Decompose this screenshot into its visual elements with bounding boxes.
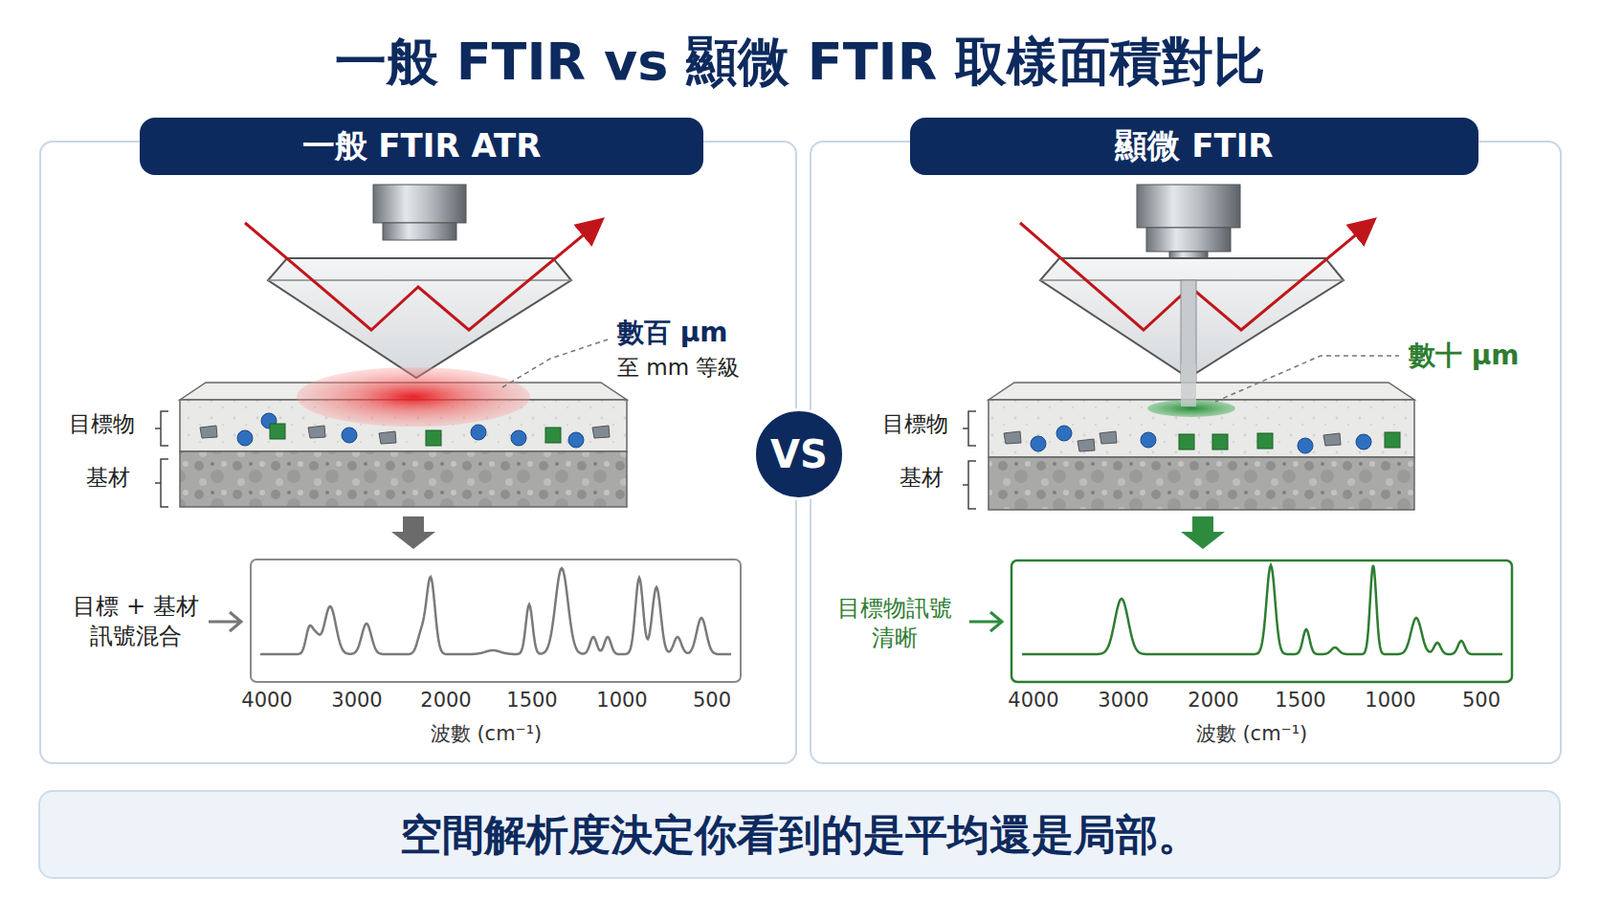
svg-path (962, 411, 977, 446)
label: 2000 (1187, 688, 1239, 714)
panel: 一般 FTIR ATR (39, 140, 798, 765)
label: 基材 (899, 464, 944, 493)
label: 1000 (596, 688, 647, 714)
label: 波數 (cm⁻¹) (430, 721, 543, 748)
label: 4000 (241, 688, 292, 714)
svg-rect (39, 140, 798, 765)
svg-circle (1056, 425, 1072, 442)
label: 目標 + 基材 訊號混合 (66, 592, 206, 652)
panel-header: 一般 FTIR ATR (139, 117, 704, 176)
label: 數百 μm (617, 315, 729, 351)
label: 目標物訊號 清晰 (830, 594, 960, 654)
svg-rect (1136, 184, 1241, 228)
svg-polygon (378, 431, 397, 445)
label: 3000 (1097, 688, 1149, 714)
svg-circle (237, 430, 253, 446)
svg-circle (341, 427, 357, 444)
label: 波數 (cm⁻¹) (1196, 721, 1309, 748)
svg-polyline (502, 339, 608, 388)
svg-rect (1384, 432, 1400, 448)
svg-rect (809, 140, 1562, 765)
svg-circle (1030, 436, 1046, 452)
svg-rect (1212, 434, 1228, 450)
svg-path (155, 459, 169, 508)
svg-polygon (1099, 431, 1117, 445)
svg-path (1022, 565, 1503, 655)
svg-rect (250, 559, 741, 683)
vs-text: VS (770, 432, 828, 477)
svg-polyline (244, 222, 599, 331)
svg-path (155, 411, 169, 446)
svg-rect (1180, 363, 1197, 407)
svg-rect (179, 451, 627, 508)
panel-header: 顯微 FTIR (910, 117, 1479, 176)
svg-rect (545, 427, 561, 444)
svg-polygon (1180, 516, 1225, 550)
svg-rect (1011, 560, 1512, 683)
svg-path (969, 612, 1002, 632)
label: 500 (692, 688, 732, 714)
svg-rect (269, 423, 286, 440)
svg-rect (382, 222, 457, 241)
svg-g (1003, 425, 1400, 454)
svg-path (260, 568, 732, 655)
svg-circle (1297, 438, 1313, 454)
svg-polyline (1215, 355, 1400, 402)
svg-polygon (267, 258, 572, 378)
svg-polygon (592, 425, 610, 439)
label: 500 (1462, 688, 1501, 714)
svg-rect (1180, 280, 1197, 407)
svg-rect (373, 184, 467, 223)
label: 4000 (1007, 688, 1059, 714)
svg-g (200, 413, 610, 448)
label: 1500 (506, 688, 557, 714)
svg-circle (470, 424, 487, 441)
label: 至 mm 等級 (617, 354, 740, 383)
svg-path (208, 612, 242, 632)
svg-rect (39, 791, 1560, 879)
svg-circle (1140, 432, 1156, 448)
svg-ellipse (296, 367, 531, 427)
label: 1500 (1274, 688, 1326, 714)
label: 基材 (86, 464, 131, 493)
svg-rect (1257, 433, 1273, 449)
svg-polygon (988, 382, 1415, 400)
svg-polygon (200, 425, 218, 439)
svg-rect (1178, 434, 1195, 450)
label: 數十 μm (1408, 338, 1520, 374)
svg-circle (1355, 434, 1372, 450)
svg-circle (568, 432, 584, 448)
svg-polygon (1323, 433, 1341, 446)
svg-polygon (1077, 439, 1095, 452)
svg-rect (425, 430, 442, 446)
label: 目標物 (882, 410, 949, 440)
label: 1000 (1364, 688, 1416, 714)
label: 2000 (420, 688, 471, 714)
caption: 空間解析度決定你看到的是平均還是局部。 (400, 807, 1200, 865)
label: 目標物 (68, 410, 135, 440)
vs-circle: VS (753, 408, 845, 501)
svg-polygon (391, 516, 436, 550)
svg-path (962, 461, 977, 510)
svg-polygon (1003, 431, 1022, 445)
label: 3000 (331, 688, 382, 714)
svg-rect (988, 400, 1415, 458)
panel: 顯微 FTIR (809, 140, 1562, 765)
title: 一般 FTIR vs 顯微 FTIR 取樣面積對比 (334, 27, 1266, 98)
svg-rect (1146, 227, 1231, 252)
svg-circle (511, 430, 527, 446)
svg-polygon (308, 425, 326, 439)
svg-rect (988, 457, 1415, 511)
